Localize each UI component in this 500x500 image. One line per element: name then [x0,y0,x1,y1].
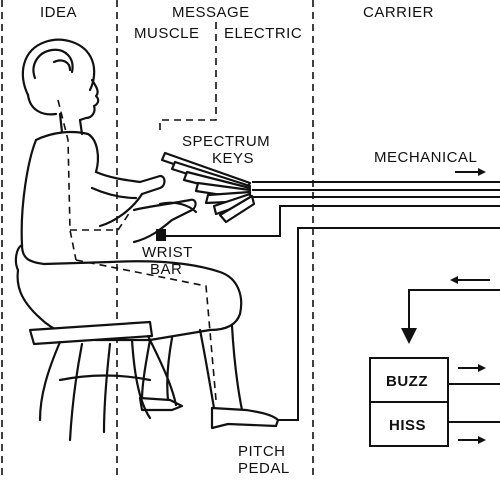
buzz-output-arrow [448,364,500,385]
pitch-pedal-label-line2: PEDAL [238,460,290,477]
arrow-right-icon [455,168,486,176]
hiss-output-arrow [448,421,500,444]
arrow-down-icon [401,328,417,344]
buzz-label: BUZZ [386,373,428,390]
subheader-electric: ELECTRIC [224,25,302,42]
column-header-idea: IDEA [40,4,77,21]
muscle-pathway [159,95,217,130]
operator-figure [14,38,280,430]
spectrum-keys-label-line2: KEYS [212,150,254,167]
column-header-carrier: CARRIER [363,4,434,21]
subheader-muscle: MUSCLE [134,25,200,42]
pitch-pedal-label-line1: PITCH [238,443,286,460]
feedback-line [401,289,500,344]
wrist-bar [156,229,166,241]
wrist-bar-label-line2: BAR [150,261,182,278]
column-header-message: MESSAGE [172,4,250,21]
stool [28,320,178,442]
hiss-label: HISS [389,417,426,434]
spectrum-keys [160,151,256,224]
arrow-left-icon [450,276,490,284]
wrist-bar-label-line1: WRIST [142,244,193,261]
carrier-lines [160,181,500,421]
spectrum-keys-label-line1: SPECTRUM [182,133,270,150]
hiss-box [369,401,449,447]
buzz-box [369,357,449,403]
mechanical-label: MECHANICAL [374,149,477,166]
